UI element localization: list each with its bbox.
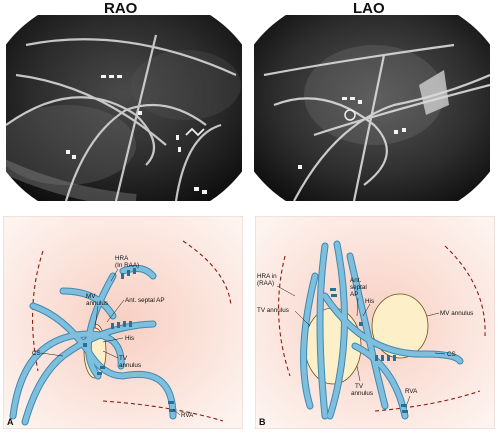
panel-letter-b: B xyxy=(259,417,266,427)
rao-annotations: HRA (In RAA) MV annulus Ant. septal AP H… xyxy=(32,255,194,419)
label-rva: RVA xyxy=(181,412,194,419)
label-hra-sub: (RAA) xyxy=(257,280,274,287)
mv-annulus-shape xyxy=(371,293,429,359)
label-his: His xyxy=(365,298,374,305)
label-tv-annulus: TV xyxy=(119,355,128,362)
label-his: His xyxy=(125,335,134,342)
label-tv-annulus-bottom-sub: annulus xyxy=(351,390,373,397)
electrode-bands xyxy=(330,288,408,413)
label-cs: CS xyxy=(447,351,456,358)
catheters xyxy=(301,241,463,419)
label-tv-annulus-bottom: TV xyxy=(355,383,364,390)
label-ant-septal-ap: Ant. xyxy=(350,277,361,284)
rao-diagram-panel: HRA (In RAA) MV annulus Ant. septal AP H… xyxy=(3,216,243,429)
label-cs: CS xyxy=(32,350,41,357)
lao-diagram-panel: HRA in (RAA) Ant. septal AP His MV annul… xyxy=(255,216,495,429)
rao-view-title: RAO xyxy=(104,0,138,17)
electrode-bands xyxy=(83,268,175,412)
label-rva: RVA xyxy=(405,388,418,395)
rao-fluoroscopy-image xyxy=(6,15,242,201)
label-mv-annulus-sub: annulus xyxy=(86,300,108,307)
label-hra: HRA xyxy=(115,255,129,262)
lao-fluoroscopy-image xyxy=(254,15,490,201)
leader-lines xyxy=(40,268,181,416)
label-mv-annulus: MV xyxy=(86,293,96,300)
label-ant-septal-ap-3: AP xyxy=(350,291,358,298)
lao-view-title: LAO xyxy=(353,0,385,17)
label-hra-sub: (In RAA) xyxy=(115,262,139,269)
catheters xyxy=(10,265,176,425)
label-tv-annulus-sub: annulus xyxy=(119,362,141,369)
cardiac-silhouette-border xyxy=(278,245,486,412)
label-ant-septal-ap-2: septal xyxy=(350,284,367,291)
lao-annotations: HRA in (RAA) Ant. septal AP His MV annul… xyxy=(257,273,473,397)
leader-lines xyxy=(276,285,446,405)
label-mv-annulus: MV annulus xyxy=(440,310,473,317)
label-ant-septal-ap: Ant. septal AP xyxy=(125,297,165,304)
panel-letter-a: A xyxy=(7,417,14,427)
label-hra: HRA in xyxy=(257,273,277,280)
label-tv-annulus: TV annulus xyxy=(257,307,289,314)
